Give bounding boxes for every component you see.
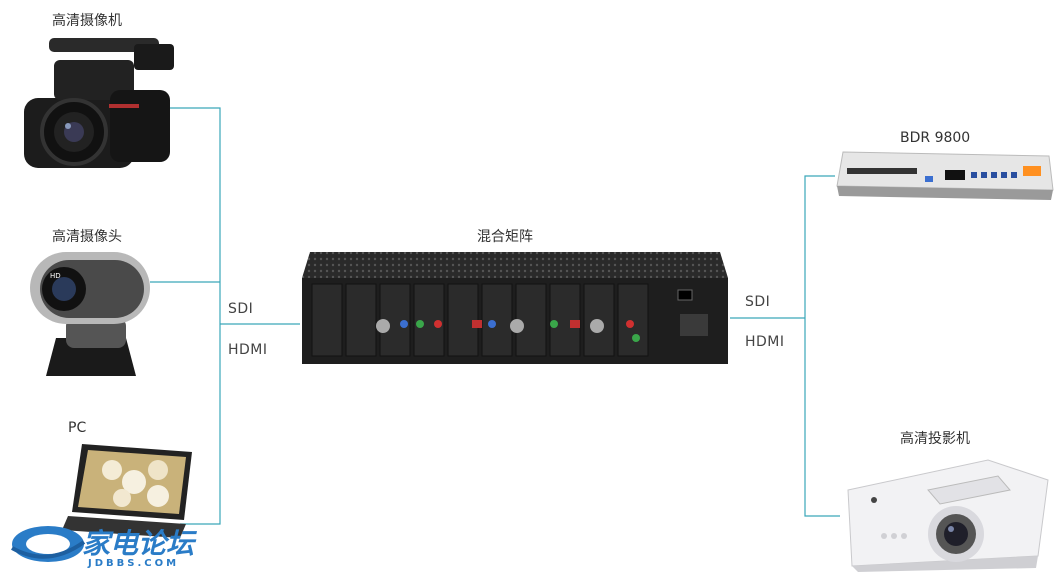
watermark-subtext: JDBBS.COM bbox=[88, 558, 180, 569]
laptop-icon bbox=[62, 444, 192, 538]
camcorder-label: 高清摄像机 bbox=[52, 13, 122, 29]
watermark-logo bbox=[11, 526, 86, 562]
right-hdmi-label: HDMI bbox=[745, 334, 785, 350]
matrix-label: 混合矩阵 bbox=[477, 229, 533, 245]
left-hdmi-label: HDMI bbox=[228, 342, 268, 358]
projector-label: 高清投影机 bbox=[900, 431, 970, 447]
webcam-icon: HD bbox=[30, 252, 150, 376]
projector-icon bbox=[847, 459, 1049, 572]
camcorder-icon bbox=[24, 38, 174, 168]
bluray-recorder-icon bbox=[836, 151, 1054, 200]
watermark-text: 家电论坛 bbox=[82, 527, 195, 560]
right-sdi-label: SDI bbox=[745, 294, 771, 310]
left-sdi-label: SDI bbox=[228, 301, 254, 317]
webcam-label: 高清摄像头 bbox=[52, 229, 122, 245]
svg-text:HD: HD bbox=[50, 272, 61, 280]
pc-label: PC bbox=[68, 420, 87, 436]
recorder-label: BDR 9800 bbox=[900, 130, 971, 146]
rack-matrix-icon bbox=[302, 252, 728, 364]
